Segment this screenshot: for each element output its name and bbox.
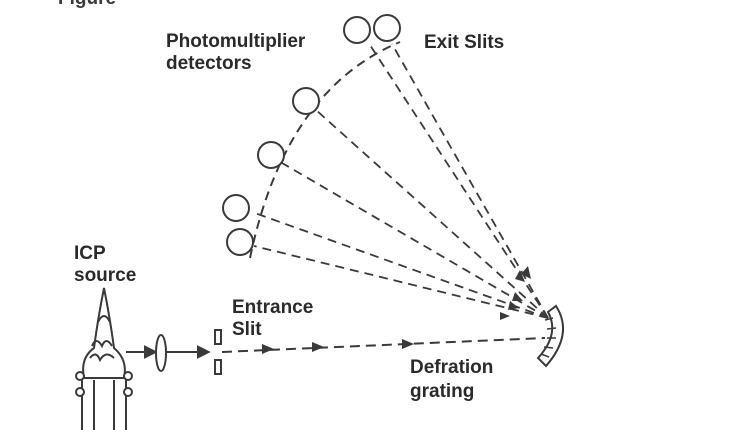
beam-to-detector-1	[367, 41, 549, 319]
grating-label-line2: grating	[410, 381, 475, 402]
entrance-slit-label-line2: Slit	[232, 319, 262, 340]
beam-to-detector-6	[253, 245, 549, 319]
exit-slits-label: Exit Slits	[424, 32, 505, 53]
grating-label-line1: Defration	[410, 357, 494, 378]
diffraction-grating	[536, 304, 564, 368]
plasma-flame	[82, 287, 126, 379]
detector-circle-3	[292, 87, 320, 115]
entrance-beam	[126, 337, 546, 359]
detector-circle-6	[226, 228, 254, 256]
detector-circle-1	[343, 16, 371, 44]
axis-arrowheads	[262, 339, 414, 354]
diffracted-beams	[251, 41, 549, 319]
photomultiplier-detectors	[222, 14, 401, 256]
icp-torch	[81, 287, 127, 430]
grating-rulings	[540, 317, 557, 358]
icp-label-line2: source	[74, 265, 137, 286]
beam-to-detector-3	[315, 109, 549, 319]
focusing-lens	[155, 334, 167, 372]
detector-circle-2	[373, 14, 401, 42]
entrance-slit	[214, 329, 222, 375]
beam-to-detector-5	[251, 211, 549, 319]
entrance-slit-label-line1: Entrance	[232, 297, 314, 318]
rowland-circle-arc	[249, 41, 401, 259]
beam-to-detector-4	[281, 162, 549, 319]
detector-circle-5	[222, 194, 250, 222]
photomultiplier-label-line2: detectors	[166, 53, 252, 74]
beam-to-detector-2	[391, 43, 549, 319]
figure-caption-fragment: Figure	[58, 0, 116, 10]
icp-label-line1: ICP	[74, 243, 106, 264]
detector-circle-4	[257, 141, 285, 169]
beam-arrowheads	[500, 266, 531, 320]
torch-rf-coil	[75, 371, 133, 397]
photomultiplier-label-line1: Photomultiplier	[166, 31, 306, 52]
